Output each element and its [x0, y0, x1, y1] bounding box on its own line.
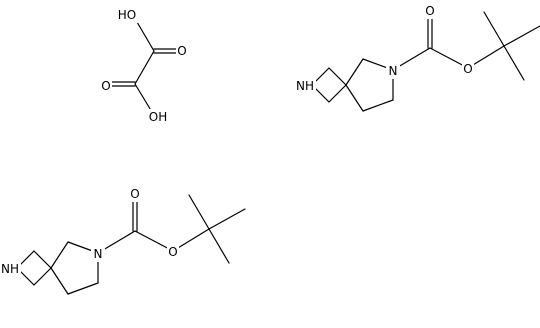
nh-label: NH — [1, 262, 19, 276]
bond-c-o-ester — [429, 47, 469, 69]
bond-c7-c8 — [67, 282, 99, 295]
bond-tbu-me3 — [503, 45, 525, 81]
bond-tbu-me1 — [188, 194, 210, 230]
o-label-bottom: O — [101, 79, 110, 93]
oh-label-bottom: OH — [149, 110, 167, 124]
bond-ho-c1 — [136, 21, 155, 52]
n-label: N — [389, 64, 398, 78]
bond-ch2-spiro-upper — [328, 67, 347, 86]
oh-label-top: HO — [118, 8, 136, 22]
bond-c7-c8 — [362, 99, 394, 112]
carbonyl-o-label: O — [130, 187, 139, 201]
bond-spiro-c5 — [50, 241, 69, 269]
bond-ch2-spiro-upper — [33, 250, 52, 269]
bond-tbu-me1 — [483, 11, 505, 47]
o-label-top: O — [177, 44, 186, 58]
nh-label: NH — [296, 79, 314, 93]
bond-tbu-me2 — [503, 25, 540, 47]
boc-diazaspiro-molecule-2: NH N O O — [1, 186, 246, 295]
n-label: N — [94, 247, 103, 261]
ester-o-label: O — [463, 62, 472, 76]
ester-o-label: O — [168, 245, 177, 259]
bond-spiro-ch2-lower — [328, 84, 347, 103]
bond-c2-oh — [134, 83, 153, 113]
oxalic-acid: HO O O OH — [100, 7, 188, 125]
bond-spiro-ch2-lower — [33, 267, 52, 286]
bond-c8-spiro — [50, 267, 69, 295]
bond-tbu-me3 — [208, 228, 230, 264]
bond-c8-spiro — [345, 84, 364, 112]
bond-spiro-c5 — [345, 58, 364, 86]
bond-c1-c2 — [134, 50, 155, 85]
bond-c-o-ester — [134, 230, 174, 252]
boc-diazaspiro-molecule-1: NH N O O — [296, 3, 540, 112]
carbonyl-o-label: O — [425, 4, 434, 18]
bond-tbu-me2 — [208, 208, 246, 230]
